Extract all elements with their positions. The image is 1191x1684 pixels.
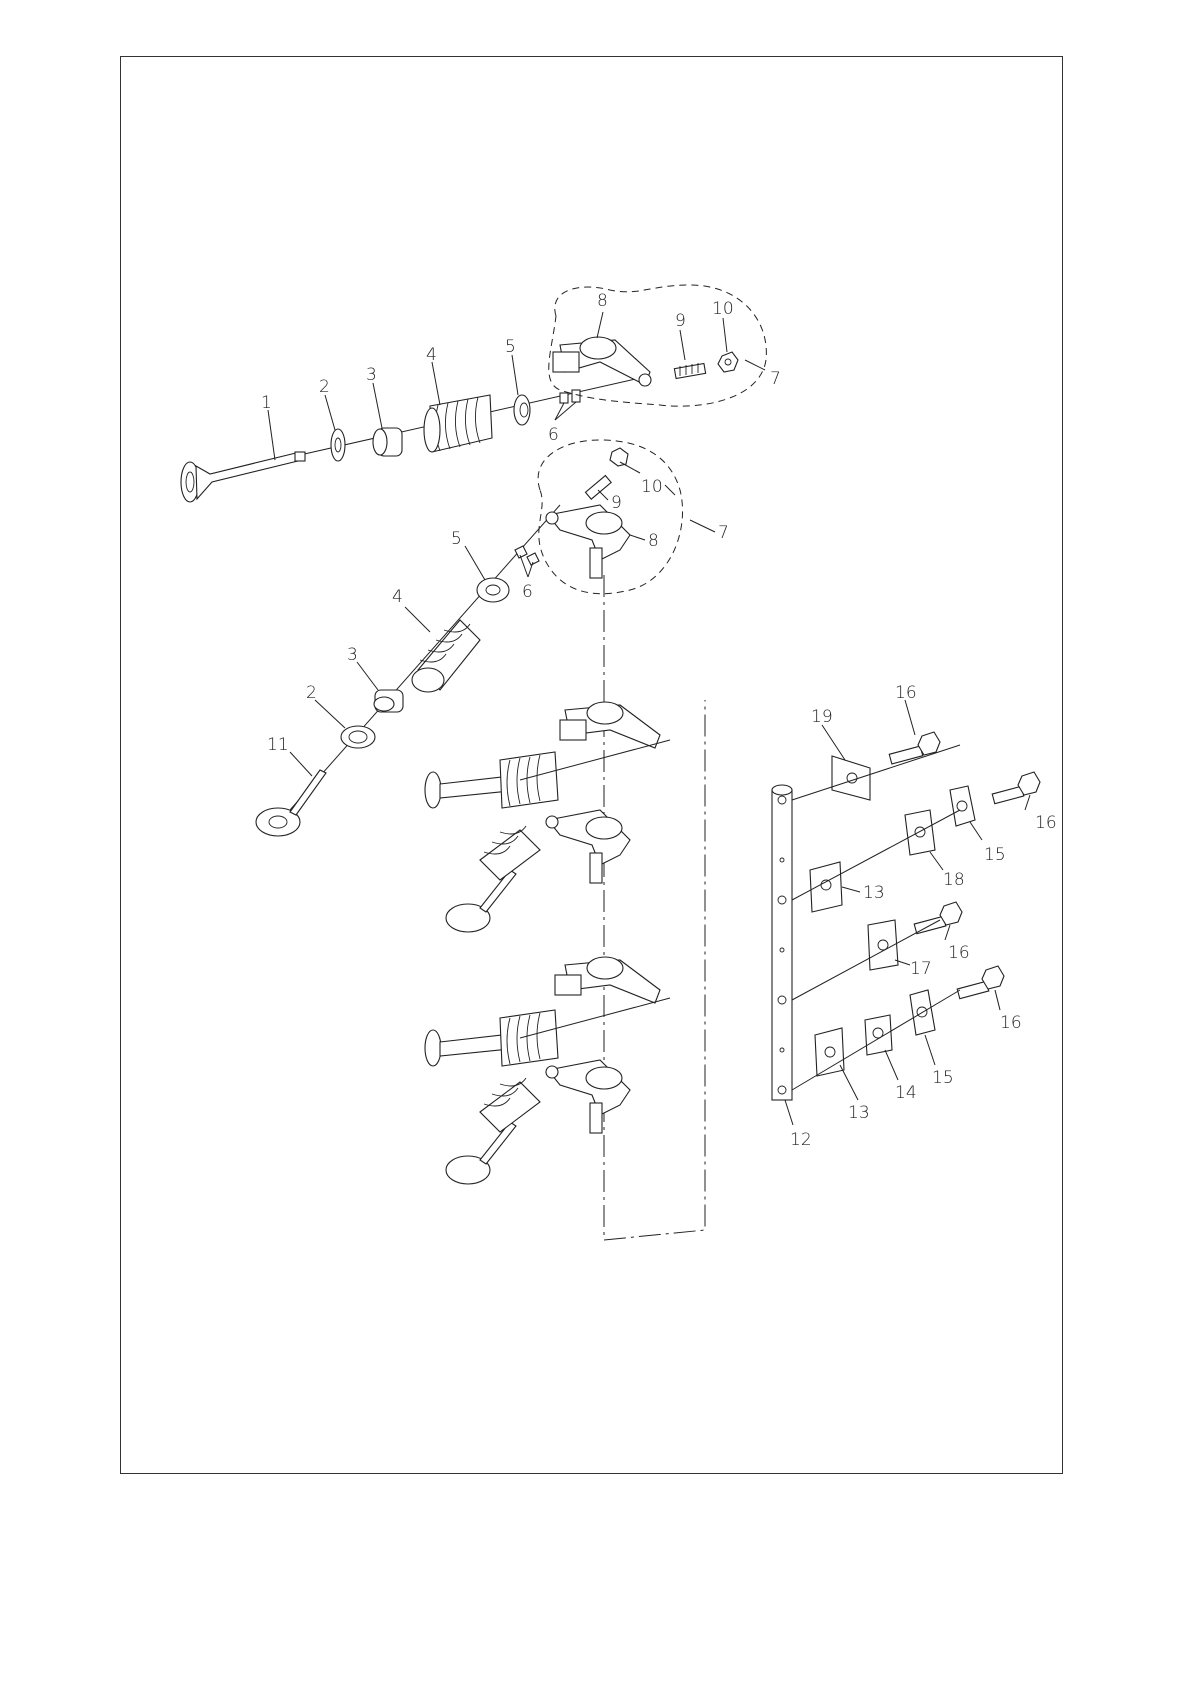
label-5: 5 bbox=[505, 337, 516, 357]
spring-part-4-lower bbox=[412, 620, 480, 692]
label-15-lower: 15 bbox=[932, 1068, 954, 1088]
spring-part-4 bbox=[424, 395, 492, 452]
label-7-middle: 7 bbox=[718, 523, 729, 543]
label-12: 12 bbox=[790, 1130, 812, 1150]
bolt-part-16-b bbox=[992, 772, 1040, 804]
label-4: 4 bbox=[426, 345, 437, 365]
label-16-c: 16 bbox=[948, 943, 970, 963]
seal-part-3-lower bbox=[374, 690, 403, 712]
assembled-set-1 bbox=[425, 702, 670, 808]
label-14: 14 bbox=[895, 1083, 917, 1103]
rocker-arm-part-8 bbox=[553, 337, 651, 386]
label-15-upper: 15 bbox=[984, 845, 1006, 865]
bolt-part-16-a bbox=[889, 732, 940, 764]
label-10-middle: 10 bbox=[641, 477, 663, 497]
label-6-lower: 6 bbox=[522, 582, 533, 602]
label-18: 18 bbox=[943, 870, 965, 890]
plate-part-19 bbox=[832, 756, 870, 800]
spring-plate-part-13-lower bbox=[815, 1028, 844, 1076]
label-2: 2 bbox=[319, 377, 330, 397]
label-2-lower: 2 bbox=[306, 683, 317, 703]
valve-part-1 bbox=[181, 452, 305, 502]
label-3-lower: 3 bbox=[347, 645, 358, 665]
cotter-part-6 bbox=[560, 390, 580, 403]
label-10: 10 bbox=[712, 299, 734, 319]
retainer-part-5-lower bbox=[477, 578, 509, 602]
label-5-lower: 5 bbox=[451, 529, 462, 549]
adjusting-screw-part-9 bbox=[674, 363, 705, 379]
rocker-assembly-part-7-top bbox=[549, 285, 767, 406]
rocker-shaft-part-12 bbox=[772, 785, 792, 1100]
label-11: 11 bbox=[267, 735, 289, 755]
label-8: 8 bbox=[597, 291, 608, 311]
rocker-arm-part-8-middle bbox=[546, 505, 630, 578]
bolt-part-16-d bbox=[957, 966, 1004, 999]
label-8-middle: 8 bbox=[648, 531, 659, 551]
valve-part-11 bbox=[256, 770, 326, 836]
bolt-part-16-c bbox=[914, 902, 962, 934]
label-9-middle: 9 bbox=[611, 493, 622, 513]
centerline bbox=[604, 575, 705, 1240]
washer-part-15-upper bbox=[950, 786, 975, 826]
label-17: 17 bbox=[910, 959, 932, 979]
label-19: 19 bbox=[811, 707, 833, 727]
bracket-part-18 bbox=[905, 810, 935, 855]
adjusting-screw-part-9-middle bbox=[585, 476, 611, 500]
label-16-b: 16 bbox=[1035, 813, 1057, 833]
washer-part-2-lower bbox=[341, 726, 375, 748]
assembled-set-4 bbox=[446, 1060, 630, 1184]
retainer-part-5 bbox=[514, 395, 530, 425]
label-13-lower: 13 bbox=[848, 1103, 870, 1123]
label-13-upper: 13 bbox=[863, 883, 885, 903]
label-6: 6 bbox=[548, 425, 559, 445]
cotter-part-6-lower bbox=[515, 546, 539, 565]
label-16-d: 16 bbox=[1000, 1013, 1022, 1033]
nut-part-10 bbox=[718, 352, 738, 372]
label-4-lower: 4 bbox=[392, 587, 403, 607]
seal-part-3 bbox=[373, 428, 402, 456]
nut-part-10-middle bbox=[610, 448, 628, 466]
label-1: 1 bbox=[261, 393, 272, 413]
assembled-set-2 bbox=[446, 810, 630, 932]
label-16-a: 16 bbox=[895, 683, 917, 703]
rocker-assembly-part-7-middle bbox=[538, 440, 682, 594]
plate-part-14 bbox=[865, 1015, 892, 1055]
label-9: 9 bbox=[675, 311, 686, 331]
exhaust-valve-assembly-top bbox=[181, 378, 640, 502]
washer-part-2 bbox=[331, 429, 345, 461]
label-3: 3 bbox=[366, 365, 377, 385]
assembled-set-3 bbox=[425, 957, 670, 1066]
spring-plate-part-13-upper bbox=[810, 862, 842, 912]
label-7: 7 bbox=[770, 369, 781, 389]
